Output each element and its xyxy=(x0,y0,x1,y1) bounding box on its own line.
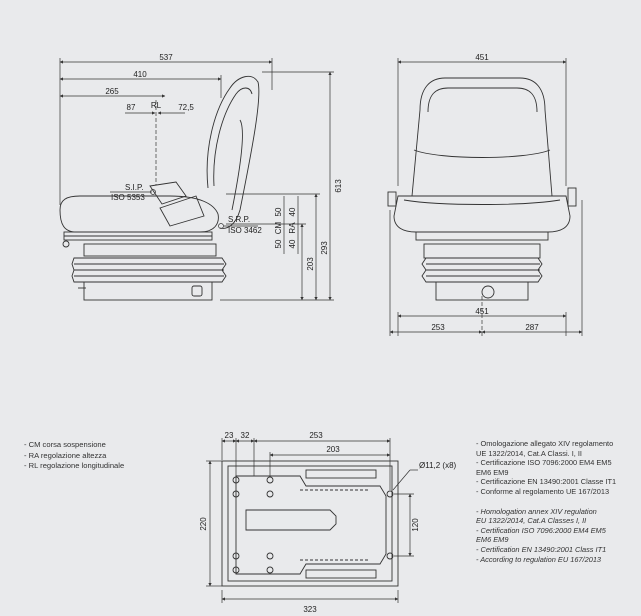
label-ra: RA xyxy=(288,222,297,234)
dim-length-mid: 265 xyxy=(105,87,119,96)
note-it: UE 1322/2014, Cat.A Classi. I, II xyxy=(476,448,582,458)
note-en: - Certification EN 13490:2001 Class IT1 xyxy=(476,544,607,554)
note-en: EU 1322/2014, Cat.A Classes I, II xyxy=(476,516,587,526)
dim-length-total: 537 xyxy=(159,53,173,62)
dim-hole: Ø11,2 (x8) xyxy=(419,461,457,470)
dim-height-srp: 293 xyxy=(320,241,329,255)
legend-item: - CM corsa sospensione xyxy=(24,440,106,449)
base-plate-drawing xyxy=(221,460,399,587)
dim-rl-right: 72,5 xyxy=(178,103,194,112)
note-en: EM6 EM9 xyxy=(476,535,509,545)
dim-length-back: 410 xyxy=(133,70,147,79)
dim-rl-label: RL xyxy=(151,101,162,110)
dim-rl-left: 87 xyxy=(127,103,136,112)
label-sip: S.I.P. xyxy=(125,183,144,192)
note-en: - Certification ISO 7096:2000 EM4 EM5 xyxy=(476,525,606,535)
label-srp: S.R.P. xyxy=(228,215,250,224)
label-cm-top: 50 xyxy=(274,207,283,216)
dim-23: 23 xyxy=(225,431,234,440)
note-it: - Omologazione allegato XIV regolamento xyxy=(476,439,614,448)
base-plate-labels: 23 32 253 203 Ø11,2 (x8) 220 120 323 xyxy=(199,431,457,614)
legend-item: - RL regolazione longitudinale xyxy=(24,461,125,470)
legend-item: - RA regolazione altezza xyxy=(24,450,107,460)
label-cm: CM xyxy=(274,221,283,234)
dim-width-bottom: 451 xyxy=(475,307,489,316)
label-ra-bottom: 40 xyxy=(288,239,297,248)
dim-323: 323 xyxy=(303,605,317,614)
label-iso-srp: ISO 3462 xyxy=(228,226,262,235)
side-view-dimensions xyxy=(59,58,334,301)
note-en: - Homologation annex XIV regulation xyxy=(476,506,597,516)
label-ra-top: 40 xyxy=(288,207,297,216)
front-view-labels: 451 451 253 287 xyxy=(431,53,539,332)
dim-32: 32 xyxy=(241,431,250,440)
dim-right: 287 xyxy=(525,323,539,332)
note-it: - Conforme al regolamento UE 167/2013 xyxy=(476,486,610,496)
side-view-drawing xyxy=(59,75,260,301)
base-plate-dimensions xyxy=(206,438,418,603)
label-cm-bottom: 50 xyxy=(274,239,283,248)
note-en: - According to regulation EU 167/2013 xyxy=(476,554,602,564)
dim-height-total: 613 xyxy=(334,179,343,193)
dim-120: 120 xyxy=(411,518,420,532)
certification-notes: - Omologazione allegato XIV regolamento … xyxy=(476,439,641,564)
note-it: EM6 EM9 xyxy=(476,467,509,477)
note-it: - Certificazione ISO 7096:2000 EM4 EM5 xyxy=(476,458,612,468)
dim-203: 203 xyxy=(326,445,340,454)
front-view-dimensions xyxy=(389,58,583,336)
dim-left: 253 xyxy=(431,323,445,332)
label-iso-sip: ISO 5353 xyxy=(111,193,145,202)
dim-253: 253 xyxy=(309,431,323,440)
legend: - CM corsa sospensione - RA regolazione … xyxy=(24,440,194,472)
dim-220: 220 xyxy=(199,517,208,531)
dim-height-base: 203 xyxy=(306,257,315,271)
dim-width-top: 451 xyxy=(475,53,489,62)
note-it: - Certificazione EN 13490:2001 Classe IT… xyxy=(476,477,617,487)
side-view-labels: 537 410 265 87 RL 72,5 S.I.P. ISO 5353 S… xyxy=(105,53,343,271)
front-view-drawing xyxy=(387,77,577,301)
